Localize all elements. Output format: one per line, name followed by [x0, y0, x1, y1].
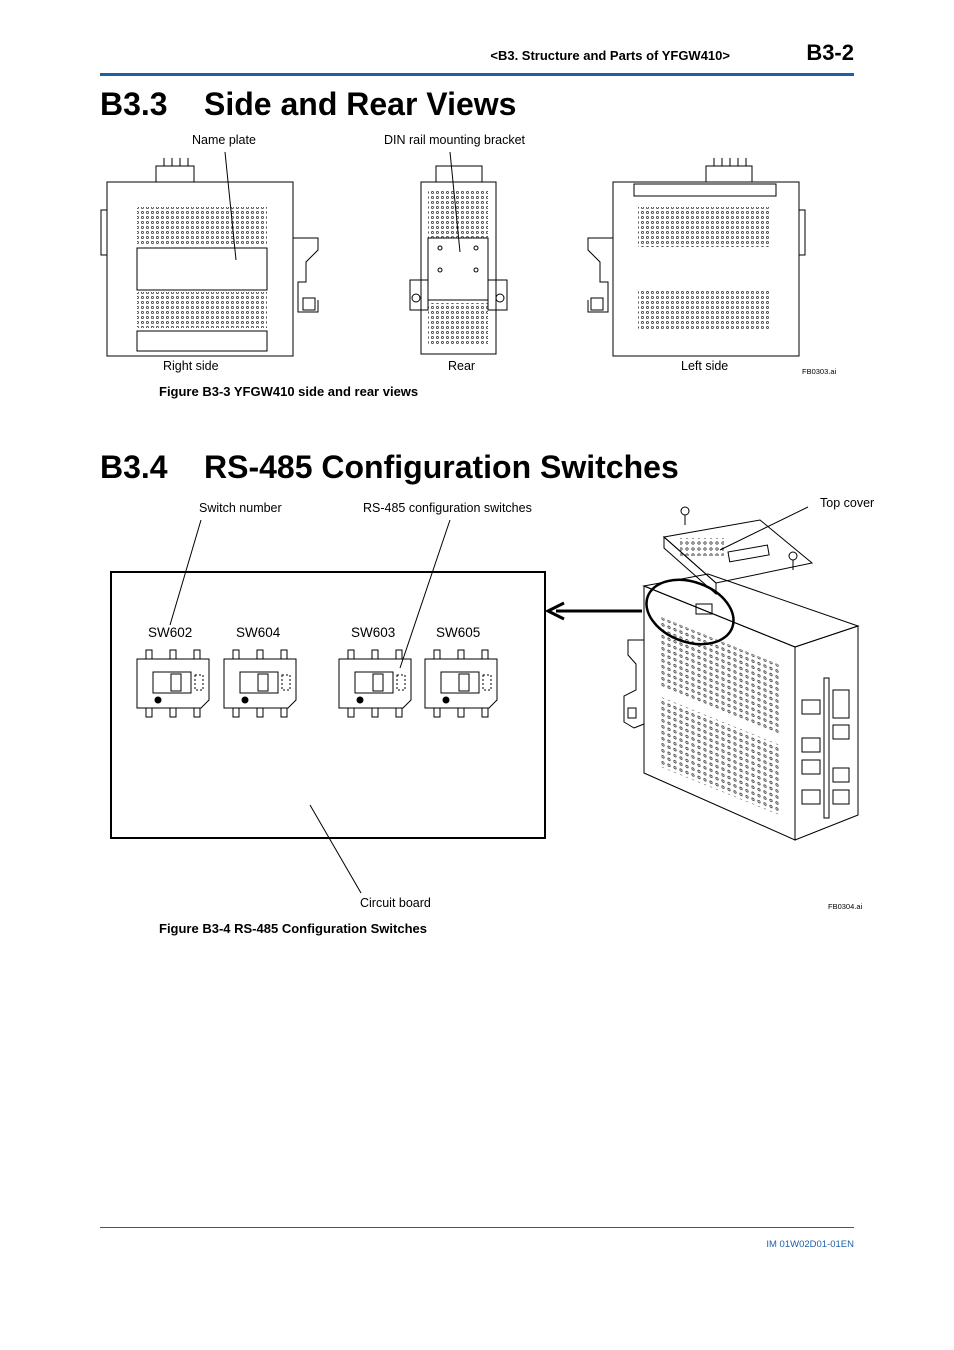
dip-switch-sw605 — [424, 649, 498, 718]
left-side-view — [587, 158, 806, 357]
switch-label-1: SW604 — [236, 625, 281, 640]
switch-label-2: SW603 — [351, 625, 396, 640]
label-rear: Rear — [448, 359, 476, 373]
section-heading-b33: B3.3 Side and Rear Views — [100, 86, 516, 123]
running-header-title: <B3. Structure and Parts of YFGW410> — [490, 48, 730, 63]
section-title: Side and Rear Views — [204, 86, 517, 122]
callout-din-rail-bracket: DIN rail mounting bracket — [384, 133, 526, 147]
device-isometric — [623, 506, 860, 841]
header-rule — [100, 73, 854, 76]
right-side-view — [100, 158, 319, 357]
section-number: B3.3 — [100, 86, 168, 122]
leader-name-plate — [224, 151, 237, 261]
circuit-board-outline — [110, 571, 546, 839]
switch-label-0: SW602 — [148, 625, 193, 640]
leader-circuit-board — [309, 804, 362, 894]
dip-switch-sw604 — [223, 649, 297, 718]
callout-config-switches: RS-485 configuration switches — [363, 501, 532, 515]
footer-rule — [100, 1227, 854, 1228]
document-id: IM 01W02D01-01EN — [766, 1239, 854, 1250]
leader-top-cover — [719, 506, 809, 551]
figure-caption-b3-3: Figure B3-3 YFGW410 side and rear views — [159, 384, 419, 399]
section-number: B3.4 — [100, 449, 168, 485]
callout-name-plate: Name plate — [192, 133, 256, 147]
leader-config-switches — [399, 519, 451, 669]
figure-file-id: FB0303.ai — [802, 367, 837, 376]
callout-top-cover: Top cover — [820, 496, 875, 510]
label-right-side: Right side — [163, 359, 219, 373]
figure-caption-b3-4: Figure B3-4 RS-485 Configuration Switche… — [159, 921, 427, 936]
section-heading-b34: B3.4 RS-485 Configuration Switches — [100, 449, 679, 486]
dip-switch-group — [136, 649, 498, 718]
rear-view — [409, 165, 508, 355]
figure-file-id: FB0304.ai — [828, 902, 863, 911]
label-left-side: Left side — [681, 359, 729, 373]
page-number: B3-2 — [806, 40, 854, 65]
section-title: RS-485 Configuration Switches — [204, 449, 679, 485]
callout-circuit-board: Circuit board — [360, 896, 431, 910]
switch-label-3: SW605 — [436, 625, 481, 640]
callout-switch-number: Switch number — [199, 501, 282, 515]
leader-din-bracket — [449, 151, 461, 253]
leader-switch-number — [169, 519, 202, 626]
pointer-arrow — [544, 601, 642, 621]
dip-switch-sw603 — [338, 649, 412, 718]
dip-switch-sw602 — [136, 649, 210, 718]
